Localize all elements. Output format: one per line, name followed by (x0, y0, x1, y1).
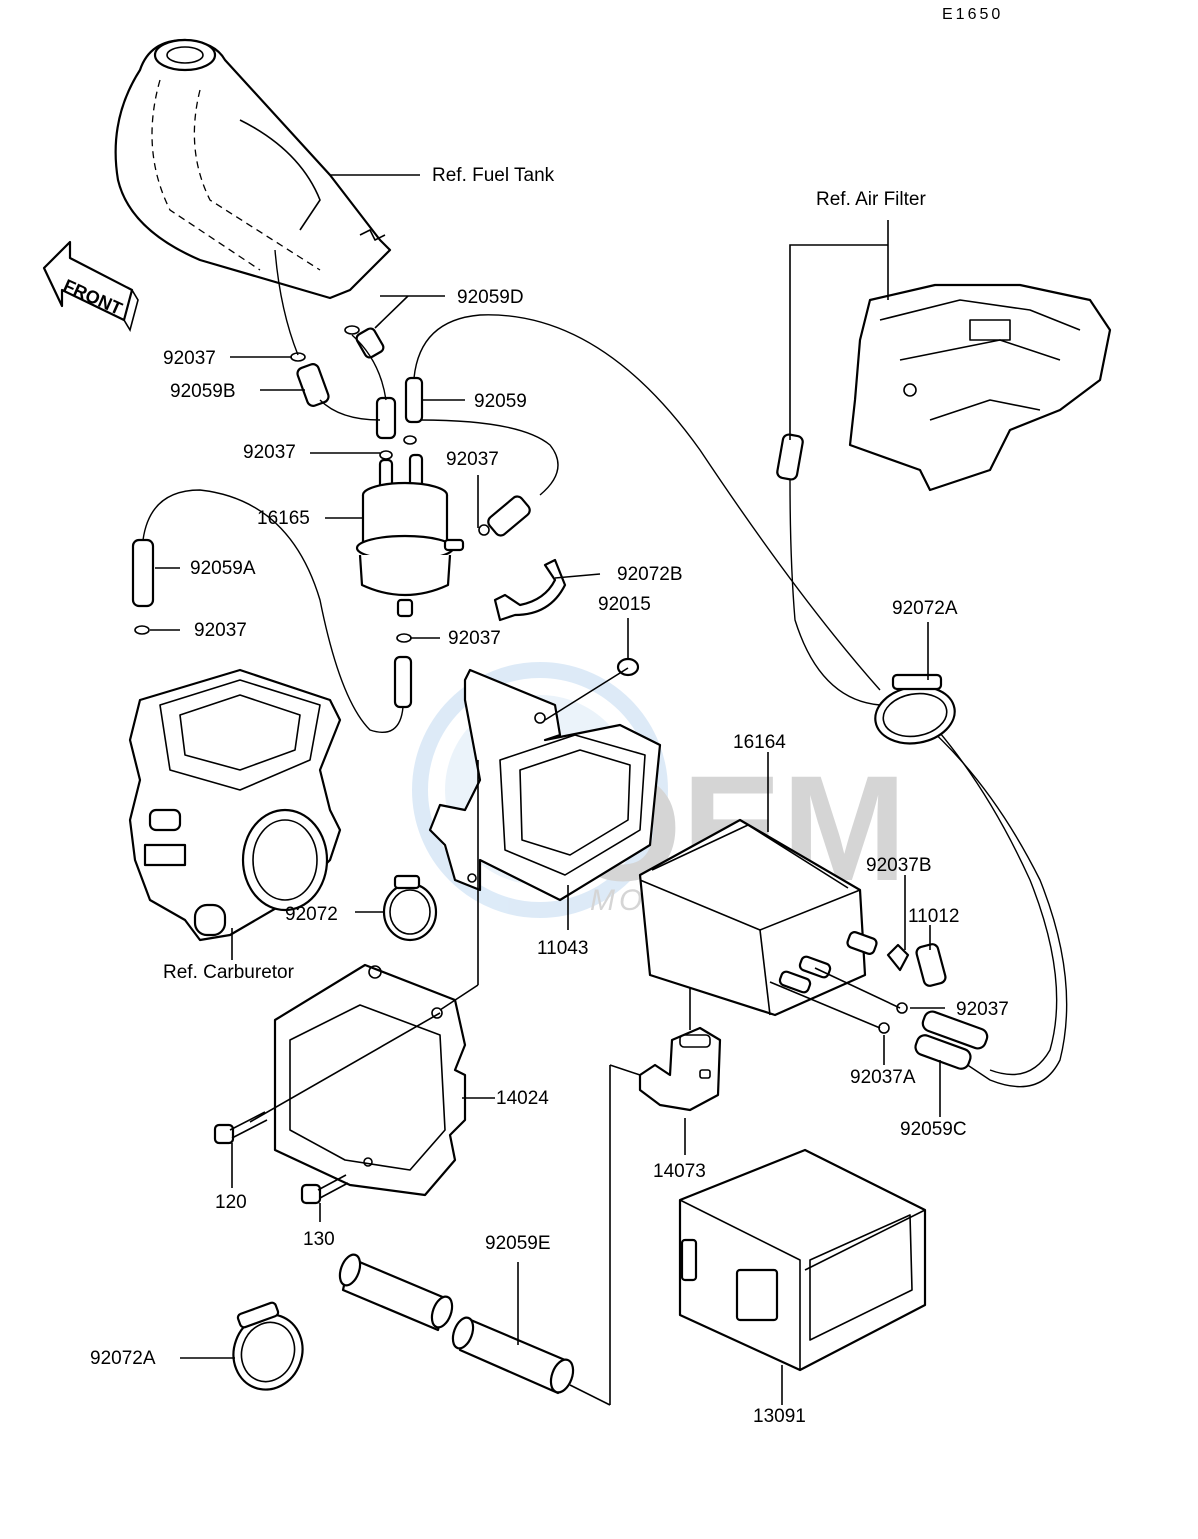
clamp-92072B-drawing (493, 558, 567, 622)
label-92059A: 92059A (190, 558, 256, 579)
hose-92059E-drawing (338, 1253, 575, 1395)
label-92059B: 92059B (170, 381, 236, 402)
label-11012: 11012 (908, 906, 960, 927)
label-92037-lower-mid: 92037 (448, 628, 501, 649)
label-130: 130 (303, 1229, 335, 1250)
label-92059D: 92059D (457, 287, 524, 308)
front-arrow-icon: FRONT (42, 240, 139, 333)
label-92059E: 92059E (485, 1233, 551, 1254)
label-16164: 16164 (733, 732, 786, 753)
label-11043: 11043 (537, 938, 589, 959)
bolt-120-drawing (213, 1111, 268, 1145)
diagram-id: E1650 (942, 6, 1004, 23)
clamp-92072-drawing (382, 874, 438, 942)
air-filter-drawing (848, 283, 1112, 492)
label-92037-lower-left: 92037 (194, 620, 247, 641)
label-92037-mid: 92037 (446, 449, 499, 470)
bolt-130-drawing (300, 1174, 349, 1205)
clamp-92072A-left-drawing (232, 1301, 304, 1391)
label-ref-fuel-tank: Ref. Fuel Tank (432, 165, 555, 186)
hose-segments (131, 327, 804, 709)
label-92015: 92015 (598, 594, 651, 615)
label-16165: 16165 (257, 508, 310, 529)
label-92037-left: 92037 (243, 442, 296, 463)
fuel-tank-drawing (114, 38, 392, 300)
label-120: 120 (215, 1192, 247, 1213)
label-92037-right: 92037 (956, 999, 1009, 1020)
label-92059: 92059 (474, 391, 527, 412)
label-92072: 92072 (285, 904, 338, 925)
hose-lines (142, 220, 1068, 1088)
label-14024: 14024 (496, 1088, 549, 1109)
label-92037B: 92037B (866, 855, 932, 876)
label-92072B: 92072B (617, 564, 683, 585)
carburetor-drawing (128, 668, 342, 942)
label-92072A-right: 92072A (892, 598, 958, 619)
label-13091: 13091 (753, 1406, 806, 1427)
label-ref-carburetor: Ref. Carburetor (163, 962, 294, 983)
label-ref-air-filter: Ref. Air Filter (816, 189, 926, 210)
label-92059C: 92059C (900, 1119, 967, 1140)
cover-13091-drawing (678, 1148, 927, 1372)
leader-lines (150, 174, 945, 1406)
label-92037A: 92037A (850, 1067, 916, 1088)
label-14073: 14073 (653, 1161, 706, 1182)
label-92037-top: 92037 (163, 348, 216, 369)
label-92072A-left: 92072A (90, 1348, 156, 1369)
bracket-14073-drawing (638, 1026, 722, 1112)
cover-14024-drawing (273, 963, 467, 1197)
clamp-92072A-right-drawing (874, 673, 956, 745)
fuel-filter-drawing (355, 453, 465, 618)
